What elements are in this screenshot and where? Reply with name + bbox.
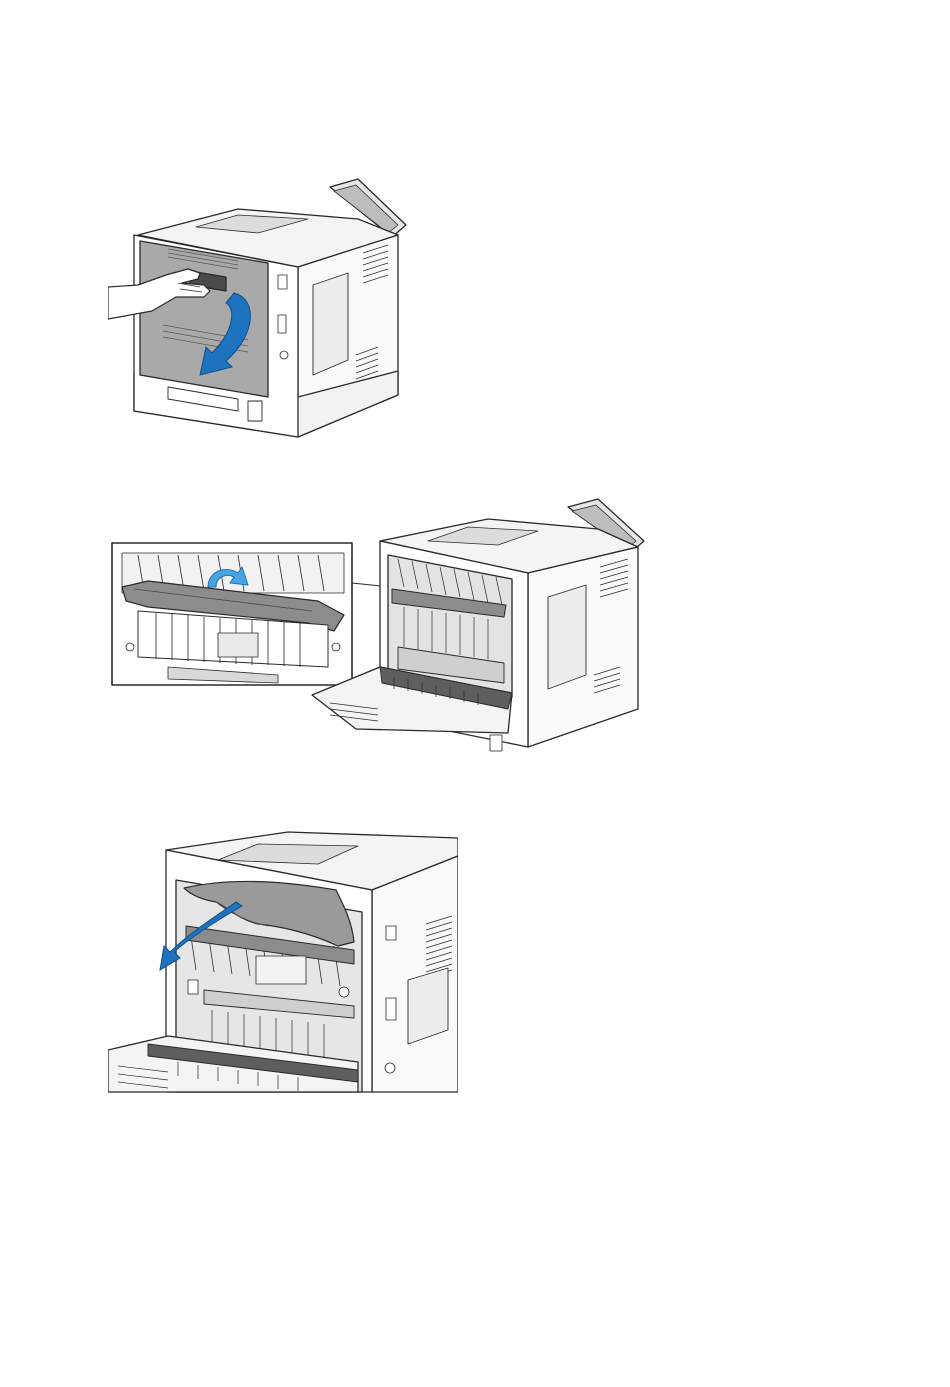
printer-rear-view xyxy=(134,179,406,437)
printer-rear-closeup xyxy=(108,832,458,1092)
printer-rear-door-open xyxy=(312,499,644,751)
figure-fuser-lever xyxy=(108,497,648,762)
inset-detail-view xyxy=(112,543,390,685)
figure-open-rear-door xyxy=(108,175,408,447)
figure-remove-jammed-paper xyxy=(108,830,458,1096)
